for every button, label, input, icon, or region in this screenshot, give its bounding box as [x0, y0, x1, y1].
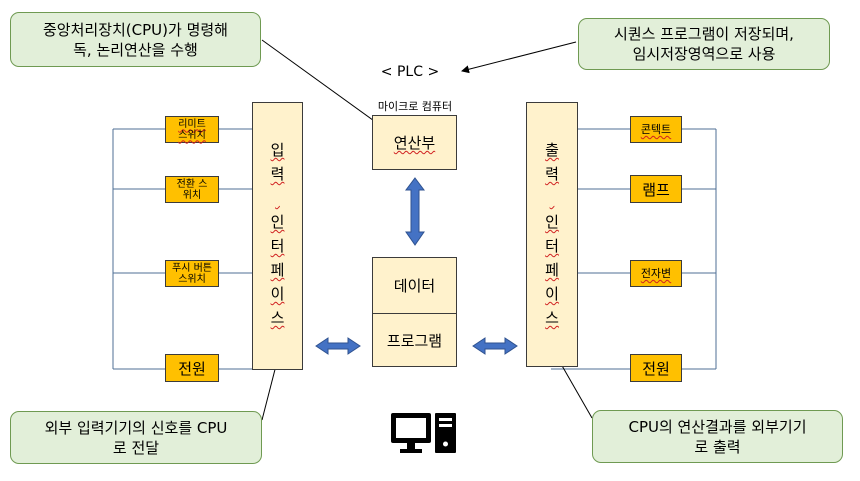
output-interface-label: 출 력 인 터 페 이 스: [545, 141, 559, 327]
alu-memory-arrow: [405, 177, 425, 246]
cpu-callout-line-1: 중앙처리장치(CPU)가 명령해: [43, 20, 228, 39]
cpu-callout: 중앙처리장치(CPU)가 명령해 독, 논리연산을 수행: [10, 12, 261, 67]
alu-box: 연산부: [372, 115, 457, 170]
input-wiring: [112, 128, 252, 370]
sequence-callout-line-2: 임시저장영역으로 사용: [632, 45, 776, 63]
output-power-device: 전원: [630, 354, 682, 382]
input-interface-box: [252, 102, 303, 370]
cpu-pointer: [261, 39, 389, 132]
output-callout-line-2: 로 출력: [694, 437, 741, 456]
solenoid-valve-device: 전자변: [630, 260, 682, 287]
plc-title: < PLC >: [380, 64, 440, 80]
data-section: 데이터: [373, 258, 456, 313]
data-label: 데이터: [393, 277, 436, 295]
input-callout: 외부 입력기기의 신호를 CPU 로 전달: [10, 411, 262, 464]
input-arrow: [315, 337, 361, 355]
sequence-pointer: [461, 41, 577, 74]
input-callout-line-2: 로 전달: [112, 438, 160, 457]
input-interface-label: 입 력 인 터 페 이 스: [270, 141, 285, 327]
input-power-device: 전원: [165, 354, 219, 382]
program-label: 프로그램: [386, 331, 443, 350]
input-callout-line-1: 외부 입력기기의 신호를 CPU: [44, 418, 228, 437]
program-section: 프로그램: [373, 314, 456, 366]
lamp-device: 램프: [630, 175, 682, 203]
cpu-callout-line-2: 독, 논리연산을 수행: [73, 40, 198, 59]
transfer-switch-device: 전환 스 위치: [165, 176, 219, 203]
output-arrow: [472, 337, 518, 355]
output-callout: CPU의 연산결과를 외부기기 로 출력: [592, 410, 843, 463]
contact-device: 콘텍트: [630, 116, 682, 143]
memory-divider: [373, 313, 456, 314]
output-callout-line-1: CPU의 연산결과를 외부기기: [628, 417, 807, 436]
microcomputer-label: 마이크로 컴퓨터: [377, 100, 453, 113]
sequence-callout: 시퀀스 프로그램이 저장되며, 임시저장영역으로 사용: [578, 18, 830, 70]
limit-switch-device: 리미트 스위치: [165, 116, 219, 143]
output-interface-box: [526, 102, 578, 367]
alu-label: 연산부: [393, 134, 436, 152]
push-button-switch-device: 푸시 버튼 스위치: [165, 260, 219, 287]
memory-box: 데이터 프로그램: [372, 257, 457, 367]
sequence-callout-line-1: 시퀀스 프로그램이 저장되며,: [614, 25, 794, 43]
